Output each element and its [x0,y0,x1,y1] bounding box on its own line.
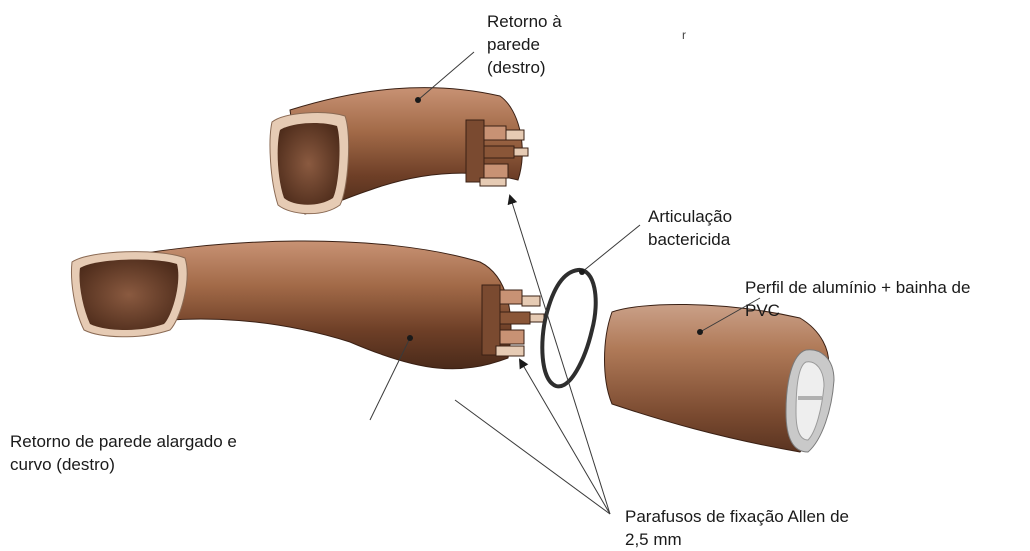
stray-mark: r [682,24,686,47]
label-retorno-alargado: Retorno de parede alargado e curvo (dest… [10,430,237,476]
label-articulacao-bactericida: Articulação bactericida [648,205,732,251]
aluminium-profile [605,304,835,452]
bactericidal-joint-ring [542,270,595,386]
label-parafusos-fixacao: Parafusos de fixação Allen de 2,5 mm [625,505,849,551]
arrow-to-upper-screw [510,196,610,514]
leader-parafusos-3 [455,400,610,514]
leader-articulacao [582,225,640,272]
label-perfil-aluminio: Perfil de alumínio + bainha de PVC [745,276,970,322]
upper-return-opening [278,123,340,205]
label-retorno-a-parede: Retorno à parede (destro) [487,10,562,79]
wall-return-upper [270,88,528,214]
lower-return-connector [482,285,544,356]
wall-return-lower [72,241,545,369]
lower-return-opening [79,259,178,330]
